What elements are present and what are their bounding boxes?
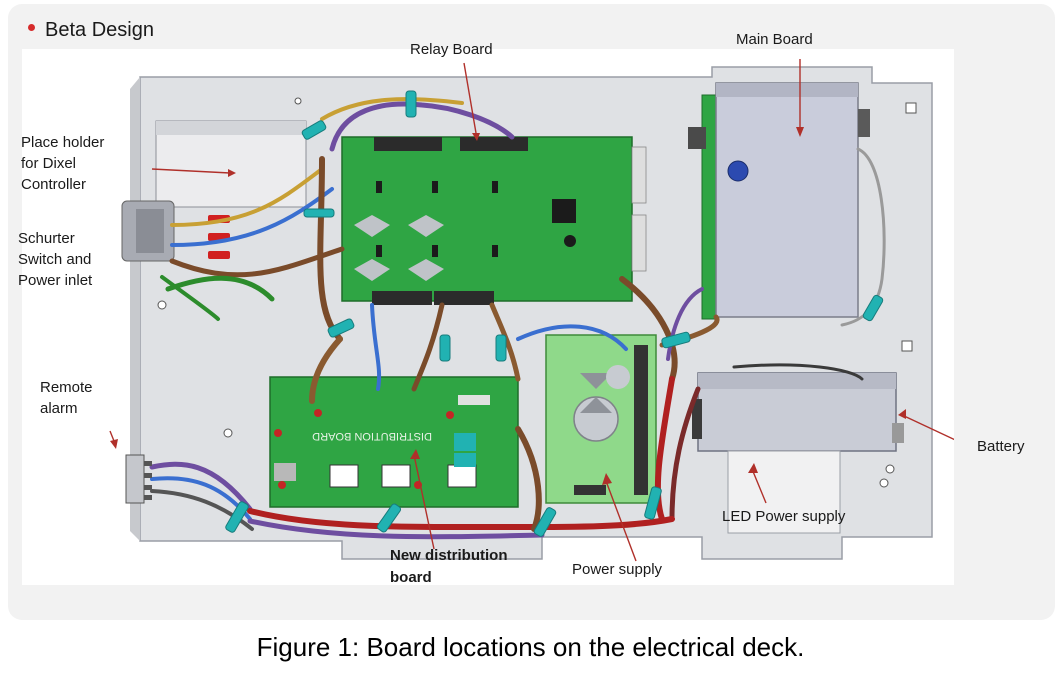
main-board-knob	[727, 160, 749, 182]
mounting-holes	[157, 97, 917, 488]
led-power-supply-area	[727, 450, 841, 534]
label-power-supply: Power supply	[572, 561, 663, 578]
distribution-board-silkscreen: DISTRIBUTION BOARD	[312, 430, 432, 442]
label-schurter-line3: Power inlet	[18, 272, 93, 289]
label-led-power-supply: LED Power supply	[722, 508, 846, 525]
figure-title: Beta Design	[45, 19, 154, 41]
remote-alarm-connector	[125, 454, 145, 504]
bullet-dot-icon	[28, 24, 35, 31]
label-new-distribution-line1: New distribution	[390, 547, 508, 564]
label-remote-alarm-line2: alarm	[40, 400, 78, 417]
photo-panel: DISTRIBUTION BOARD	[22, 49, 954, 585]
annotation-arrows	[109, 59, 954, 562]
label-place-holder-line2: for Dixel	[21, 155, 77, 172]
cable-clips	[225, 90, 884, 537]
figure-caption: Figure 1: Board locations on the electri…	[256, 632, 805, 662]
label-new-distribution-line2: board	[390, 569, 432, 586]
label-main-board: Main Board	[736, 31, 813, 48]
relay-board	[341, 136, 633, 302]
label-place-holder-line1: Place holder	[21, 134, 105, 151]
wire-harness	[149, 97, 886, 540]
label-schurter-line1: Schurter	[18, 230, 75, 247]
main-board-enclosure	[715, 82, 859, 318]
label-remote-alarm-line1: Remote	[40, 379, 93, 396]
deck-flange	[130, 77, 140, 541]
relay-heatsinks	[354, 215, 444, 281]
dixel-placeholder-area	[155, 120, 307, 208]
label-relay-board: Relay Board	[410, 41, 493, 58]
electrical-deck-photo: DISTRIBUTION BOARD	[109, 59, 954, 562]
label-battery: Battery	[977, 438, 1025, 455]
figure-title-group: Beta Design	[28, 19, 154, 42]
figure-card: DISTRIBUTION BOARD	[8, 4, 1055, 620]
label-place-holder-line3: Controller	[21, 176, 87, 193]
label-schurter-line2: Switch and	[18, 251, 92, 268]
